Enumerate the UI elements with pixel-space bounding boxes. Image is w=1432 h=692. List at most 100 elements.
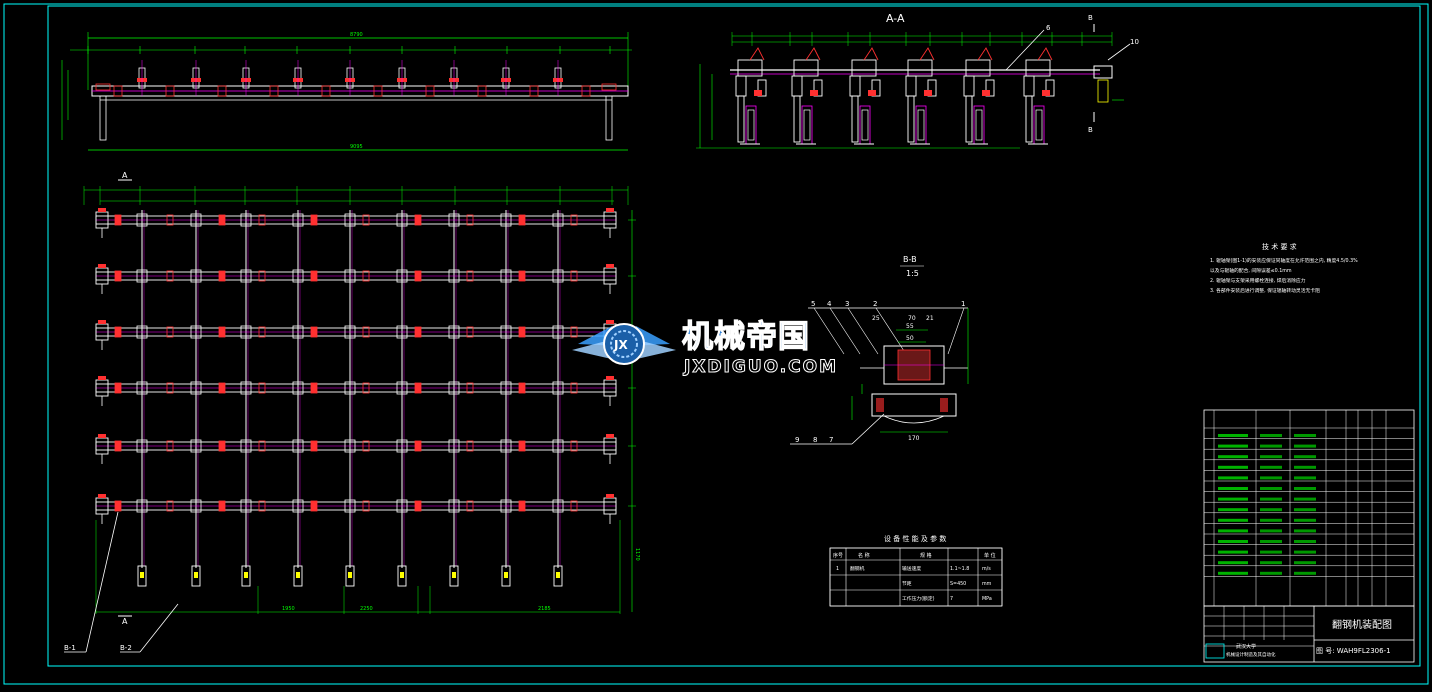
aa-unit-clamp (924, 90, 932, 96)
aa-unit-arm (749, 47, 765, 61)
section-aa-marker-b-top: B (1088, 14, 1093, 22)
plan-node (292, 381, 304, 395)
school-logo-icon (1205, 643, 1225, 659)
plan-clamp (114, 326, 122, 338)
plan-clamp (570, 440, 578, 452)
plan-node (552, 439, 564, 453)
title-block-grid (1204, 606, 1314, 647)
plan-node (190, 213, 202, 227)
parts-cell-fill (1218, 465, 1248, 469)
tech-requirements-title: 技 术 要 求 (1262, 242, 1297, 251)
aa-unit-column (793, 95, 801, 143)
plan-clamp (414, 440, 422, 452)
plan-clamp (310, 214, 318, 226)
front-dim-overall-top: 8790 (350, 32, 363, 38)
aa-unit-column (907, 95, 915, 143)
plan-view: A A 1170 1950 2250 2185 B-1 B-2 (64, 171, 640, 653)
params-cell: 输送速度 (902, 565, 921, 572)
tech-requirements: 技 术 要 求 1. 辊轴架(图1-1)的安装应保证同轴度在允许范围之内, 精度… (1210, 242, 1358, 294)
section-aa-callout-6: 6 (1046, 24, 1051, 32)
plan-node (396, 499, 408, 513)
plan-row-end-clamp (98, 494, 106, 498)
plan-clamp (414, 382, 422, 394)
title-block: 翻钢机装配图 图 号: WAH9FL2306-1 武汉大学 机械设计制造及其自动… (1203, 605, 1415, 663)
plan-roller-grid (95, 208, 621, 614)
aa-unit-arm (977, 47, 993, 61)
plan-clamp (166, 500, 174, 512)
plan-clamp (466, 326, 474, 338)
aa-unit-clamp (868, 90, 876, 96)
parts-cell-fill (1294, 550, 1316, 554)
parts-cell-fill (1260, 540, 1282, 543)
aa-unit-upper (791, 75, 803, 97)
section-bb-dim-21: 21 (926, 315, 934, 322)
aa-unit-clamp (982, 90, 990, 96)
plan-node (396, 325, 408, 339)
plan-node (344, 269, 356, 283)
plan-node (552, 269, 564, 283)
aa-unit-rod (917, 109, 925, 141)
plan-clamp (166, 214, 174, 226)
plan-clamp (166, 440, 174, 452)
aa-unit-upper (963, 75, 975, 97)
parts-cell-fill (1218, 476, 1248, 480)
plan-clamp (518, 270, 526, 282)
tech-requirement-line: 以及与辊轴的配合, 间隙误差≤0.1mm (1210, 267, 1292, 274)
section-bb-callout-top: 5 (811, 300, 815, 308)
section-aa-ticks (731, 32, 1113, 46)
plan-node (500, 439, 512, 453)
section-bb-callout-leader (947, 307, 965, 355)
tech-requirement-line: 1. 辊轴架(图1-1)的安装应保证同轴度在允许范围之内, 精度4.5/0.3% (1210, 257, 1358, 264)
plan-column-foot (449, 565, 459, 587)
front-beam-joint (373, 85, 383, 97)
title-block-school-2: 机械设计制造及其自动化 (1226, 651, 1276, 658)
plan-node (448, 439, 460, 453)
plan-clamp (414, 326, 422, 338)
parts-cell-fill (1218, 518, 1248, 522)
plan-row-end-clamp (606, 376, 614, 380)
section-aa-label: A-A (886, 12, 905, 25)
params-cell: 工作压力(额定) (902, 595, 935, 602)
parts-cell-fill (1260, 476, 1282, 480)
plan-column-foot (293, 565, 303, 587)
plan-node (552, 213, 564, 227)
aa-unit-clamp (810, 90, 818, 96)
plan-node (136, 325, 148, 339)
plan-clamp (258, 500, 266, 512)
front-beam-joint (269, 85, 279, 97)
plan-leader-b1-line (85, 511, 119, 653)
plan-clamp (218, 382, 226, 394)
plan-node (344, 499, 356, 513)
parts-cell-fill (1260, 465, 1282, 469)
parts-list (1203, 409, 1415, 607)
front-beam-joint (165, 85, 175, 97)
aa-unit-column (965, 95, 973, 143)
front-dim-overall-bottom: 9095 (350, 144, 363, 150)
tech-requirements-lines: 1. 辊轴架(图1-1)的安装应保证同轴度在允许范围之内, 精度4.5/0.3%… (1210, 257, 1358, 294)
plan-clamp (218, 440, 226, 452)
plan-node (292, 439, 304, 453)
params-cell: mm (982, 582, 992, 587)
plan-clamp (518, 214, 526, 226)
section-bb-callout-top: 2 (873, 300, 877, 308)
plan-node (190, 499, 202, 513)
watermark-badge: JX (613, 338, 628, 352)
plan-clamp (466, 270, 474, 282)
front-beam-joint (321, 85, 331, 97)
section-bb-scale: 1:5 (906, 269, 919, 278)
plan-node (190, 269, 202, 283)
plan-node (136, 381, 148, 395)
plan-clamp (466, 382, 474, 394)
plan-node (448, 381, 460, 395)
aa-unit-arm (1037, 47, 1053, 61)
drawing-border-inner (47, 5, 1421, 667)
section-bb-label: B-B (903, 255, 917, 264)
plan-node (292, 269, 304, 283)
parts-cell-fill (1260, 561, 1282, 565)
params-cell: S=450 (950, 581, 966, 587)
plan-clamp (258, 382, 266, 394)
front-beam-joint (217, 85, 227, 97)
plan-clamp (114, 440, 122, 452)
